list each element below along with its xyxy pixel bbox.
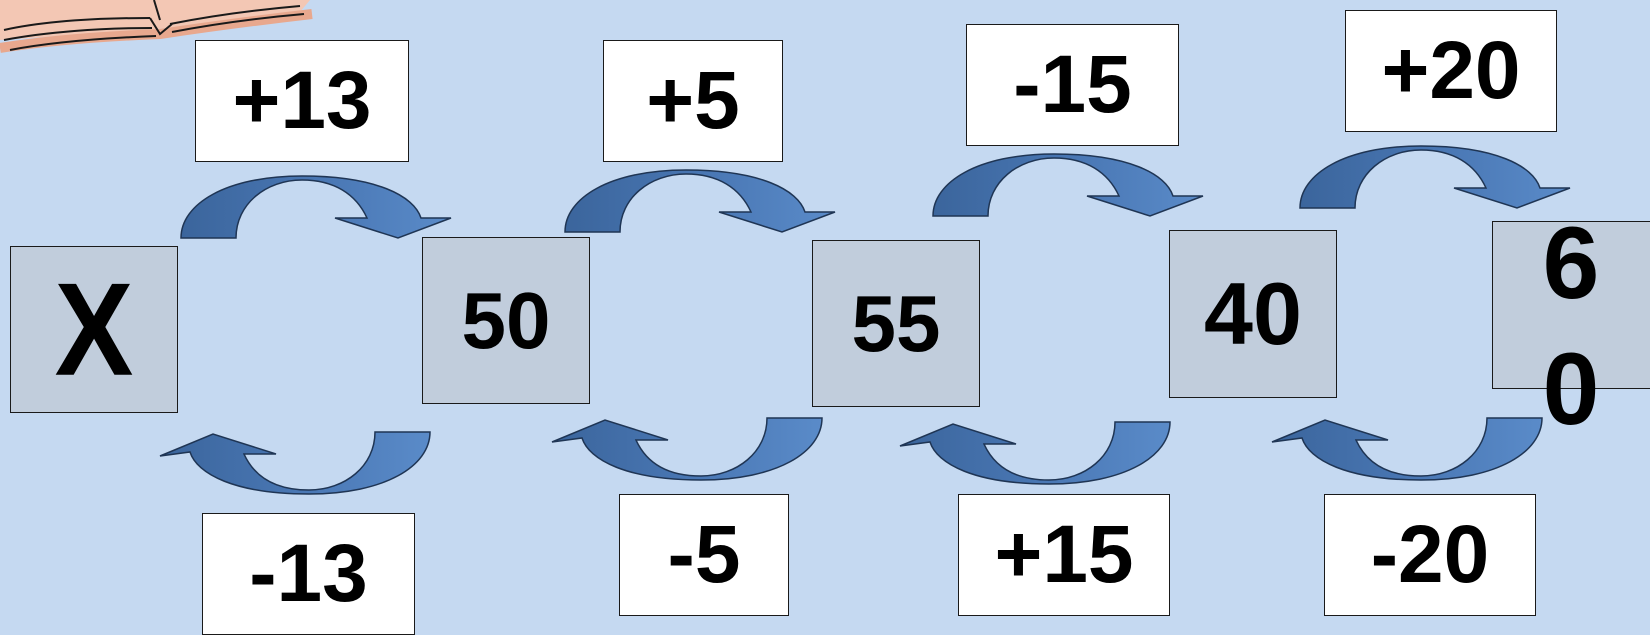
op-forward-3-text: -15 bbox=[1013, 39, 1132, 130]
op-backward-1-text: -13 bbox=[249, 528, 368, 619]
op-backward-2-text: -5 bbox=[667, 509, 741, 600]
node-55-value: 55 bbox=[851, 278, 941, 368]
node-50-value: 50 bbox=[461, 275, 551, 365]
op-backward-4-text: -20 bbox=[1370, 509, 1490, 600]
op-forward-4-text: +20 bbox=[1381, 25, 1521, 116]
backward-arrow-2 bbox=[551, 417, 823, 481]
op-backward-2: -5 bbox=[619, 494, 789, 616]
forward-arrow-1 bbox=[180, 175, 452, 239]
op-forward-1-text: +13 bbox=[232, 55, 372, 146]
op-backward-1: -13 bbox=[202, 513, 415, 635]
node-x: X bbox=[10, 246, 178, 413]
op-backward-3-text: +15 bbox=[994, 509, 1134, 600]
backward-arrow-1 bbox=[159, 431, 431, 495]
forward-arrow-2 bbox=[564, 169, 836, 233]
node-50: 50 bbox=[422, 237, 590, 404]
op-backward-3: +15 bbox=[958, 494, 1170, 616]
node-60: 60 bbox=[1492, 206, 1650, 446]
forward-arrow-4 bbox=[1299, 145, 1571, 209]
backward-arrow-4 bbox=[1271, 417, 1543, 481]
node-60-value: 60 bbox=[1542, 206, 1600, 446]
op-forward-2: +5 bbox=[603, 40, 783, 162]
op-backward-4: -20 bbox=[1324, 494, 1536, 616]
op-forward-4: +20 bbox=[1345, 10, 1557, 132]
node-40: 40 bbox=[1169, 230, 1337, 398]
forward-arrow-3 bbox=[932, 153, 1204, 217]
node-55: 55 bbox=[812, 240, 980, 407]
op-forward-1: +13 bbox=[195, 40, 409, 162]
node-40-value: 40 bbox=[1204, 264, 1302, 363]
op-forward-2-text: +5 bbox=[646, 55, 740, 146]
open-book-icon bbox=[0, 0, 313, 53]
backward-arrow-3 bbox=[899, 421, 1171, 485]
op-forward-3: -15 bbox=[966, 24, 1179, 146]
node-x-value: X bbox=[54, 255, 134, 404]
